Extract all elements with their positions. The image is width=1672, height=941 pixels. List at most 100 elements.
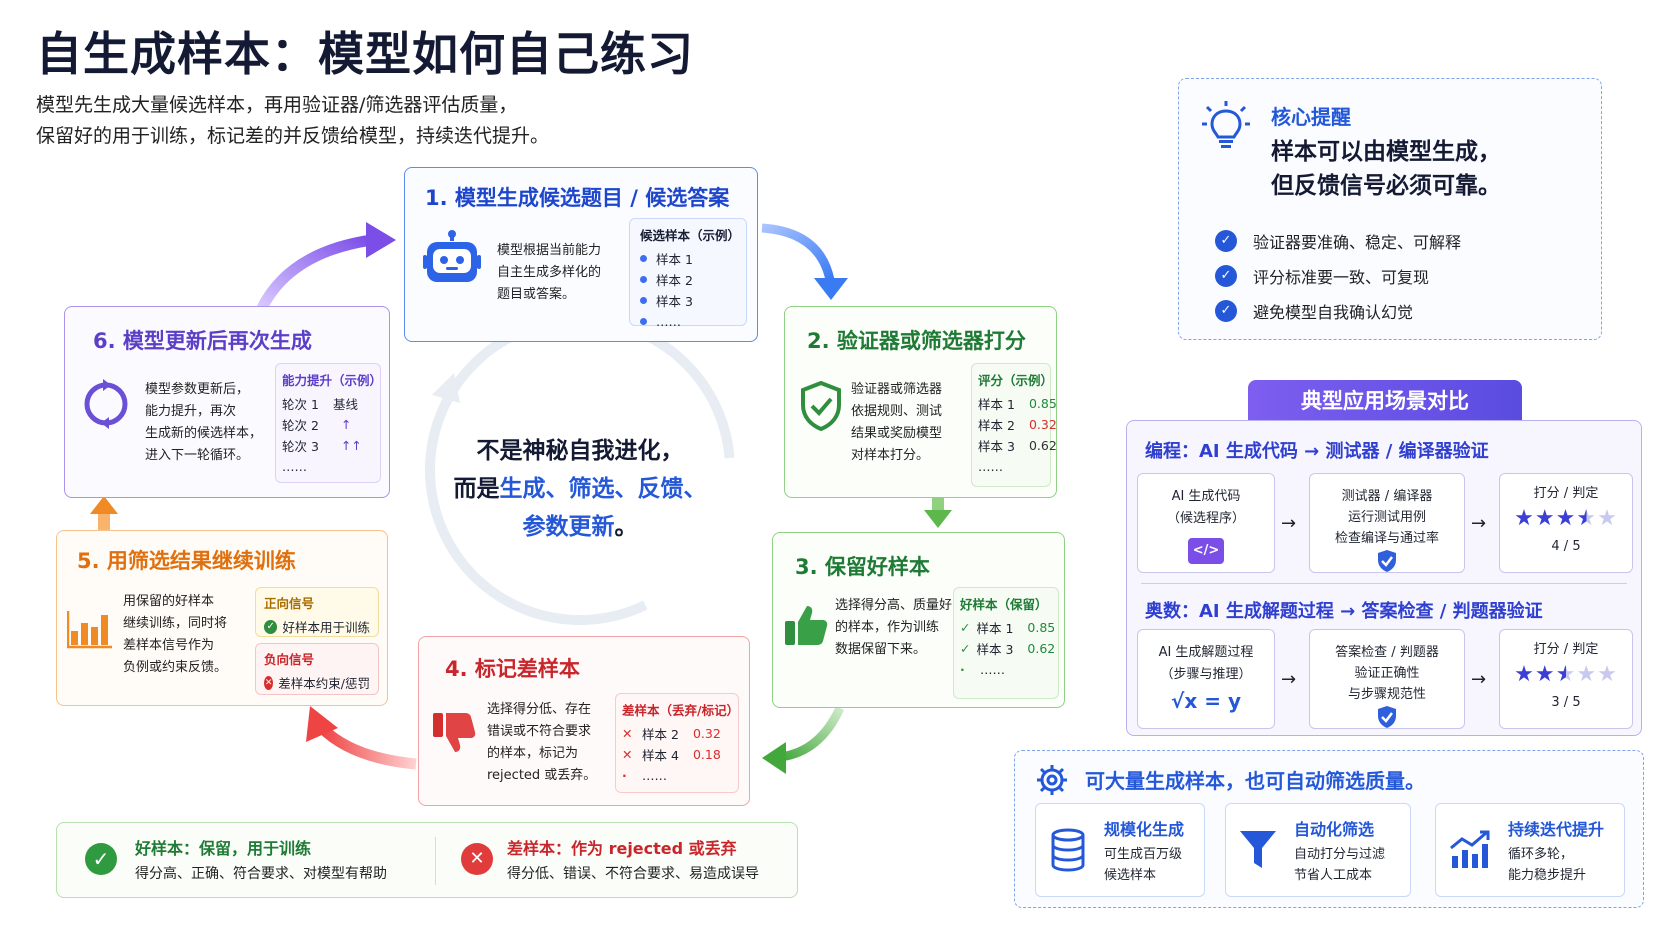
- reminder-title: 核心提醒: [1271, 105, 1351, 129]
- robot-icon: [423, 230, 481, 282]
- row-more: ……: [978, 459, 1003, 474]
- step-5-card: 5. 用筛选结果继续训练 用保留的好样本 继续训练，同时将 差样本信号作为 负例…: [56, 530, 388, 706]
- desc-line: 错误或不符合要求: [487, 724, 592, 739]
- desc-line: 负例或约束反馈。: [123, 660, 228, 675]
- page-title: 自生成样本：模型如何自己练习: [36, 27, 694, 81]
- item-label: 样本 1: [656, 252, 693, 267]
- point-text: 评分标准要一致、可复现: [1253, 267, 1430, 287]
- desc-line: 能力提升，再次: [145, 404, 237, 419]
- panel-title: 负向信号: [264, 652, 315, 667]
- star-icon: ★: [1555, 506, 1577, 531]
- list-item: 样本 3: [640, 290, 736, 311]
- box-text: 检查编译与通过率: [1334, 531, 1439, 546]
- item-desc: 自动打分与过滤 节省人工成本: [1294, 844, 1385, 886]
- thumbs-up-icon: [785, 606, 828, 645]
- item-label: 样本 2: [656, 273, 693, 288]
- panel-title: 评分（示例）: [978, 373, 1054, 388]
- core-reminder-box: 核心提醒 样本可以由模型生成， 但反馈信号必须可靠。 ✓验证器要准确、稳定、可解…: [1178, 78, 1602, 340]
- score-text: 4 / 5: [1551, 539, 1581, 554]
- table-row: ……: [282, 456, 374, 477]
- star-icon: ★: [1534, 662, 1556, 687]
- desc-line: 结果或奖励模型: [851, 426, 943, 441]
- coding-box-2: 测试器 / 编译器 运行测试用例 检查编译与通过率: [1309, 473, 1465, 573]
- thumbs-down-icon: [433, 713, 476, 752]
- star-icon: ★: [1534, 506, 1556, 531]
- desc-line: 循环多轮，: [1508, 847, 1574, 862]
- table-row: 轮次 2↑: [282, 414, 374, 435]
- star-rating: ★★★★★: [1500, 661, 1632, 689]
- coding-box-3: 打分 / 判定 ★★★★★ 4 / 5: [1499, 473, 1633, 573]
- star-icon: ★: [1514, 662, 1535, 687]
- desc-line: 模型参数更新后，: [145, 382, 250, 397]
- good-sample-desc: 得分高、正确、符合要求、对模型有帮助: [135, 866, 387, 882]
- coding-box-1: AI 生成代码 （候选程序） </>: [1137, 473, 1275, 573]
- x-circle-icon: ✕: [264, 675, 274, 690]
- scenario-divider: [1141, 583, 1627, 584]
- subtitle-line: 保留好的用于训练，标记差的并反馈给模型，持续迭代提升。: [36, 125, 550, 147]
- center-line-3a: 参数更新: [522, 514, 615, 540]
- step-5-desc: 用保留的好样本 继续训练，同时将 差样本信号作为 负例或约束反馈。: [123, 591, 227, 679]
- summary-item-filter: 自动化筛选 自动打分与过滤 节省人工成本: [1225, 803, 1411, 897]
- signal-text: 好样本用于训练: [282, 620, 370, 635]
- row-more: ……: [980, 662, 1005, 677]
- scenario-panel: 编程：AI 生成代码 → 测试器 / 编译器验证 AI 生成代码 （候选程序） …: [1126, 420, 1642, 736]
- score-text: 3 / 5: [1551, 695, 1581, 710]
- desc-line: 能力稳步提升: [1508, 868, 1587, 883]
- item-desc: 可生成百万级 候选样本: [1104, 844, 1182, 886]
- headline-line: 但反馈信号必须可靠。: [1271, 173, 1501, 199]
- subtitle-line: 模型先生成大量候选样本，再用验证器/筛选器评估质量，: [36, 94, 518, 116]
- desc-line: 候选样本: [1104, 868, 1157, 883]
- table-row: ·……: [960, 662, 1005, 677]
- step-2-title: 2. 验证器或筛选器打分: [807, 329, 1026, 353]
- item-title: 自动化筛选: [1294, 820, 1375, 839]
- list-item: ……: [640, 311, 736, 332]
- arrow-5-to-6: [98, 512, 110, 530]
- arrow-right-icon: →: [1281, 513, 1297, 534]
- arrow-1-to-2: [761, 223, 835, 282]
- arrow-right-icon: →: [1471, 669, 1487, 690]
- list-item: 样本 1: [640, 248, 736, 269]
- table-row: 轮次 3↑↑: [282, 435, 374, 456]
- arrow-right-icon: →: [1281, 669, 1297, 690]
- row-value: 0.18: [692, 747, 721, 762]
- shield-check-icon: [801, 381, 841, 431]
- row-value: 0.85: [1028, 396, 1057, 411]
- step-6-desc: 模型参数更新后， 能力提升，再次 生成新的候选样本， 进入下一轮循环。: [145, 379, 262, 467]
- star-icon: ★: [1576, 662, 1598, 687]
- step-1-card: 1. 模型生成候选题目 / 候选答案 模型根据当前能力 自主生成多样化的 题目或…: [404, 167, 758, 342]
- step-3-desc: 选择得分高、质量好 的样本，作为训练 数据保留下来。: [835, 595, 952, 661]
- gear-icon: [1037, 765, 1067, 795]
- step-3-title: 3. 保留好样本: [795, 555, 930, 579]
- desc-line: 可生成百万级: [1104, 847, 1183, 862]
- item-label: ……: [656, 314, 681, 329]
- center-line-3b: 。: [614, 514, 638, 540]
- arrow-3-to-4-head: [762, 742, 786, 774]
- row-label: 样本 2: [642, 727, 679, 742]
- math-box-2: 答案检查 / 判题器 验证正确性 与步骤规范性: [1309, 629, 1465, 729]
- star-icon: ★: [1597, 506, 1618, 531]
- panel-title: 能力提升（示例）: [282, 373, 383, 388]
- row-label: 样本 2: [978, 418, 1015, 433]
- arrow-3-to-4: [779, 706, 845, 762]
- desc-line: 自动打分与过滤: [1294, 847, 1386, 862]
- box-text: 测试器 / 编译器: [1341, 489, 1433, 504]
- formula-text: √x = y: [1171, 689, 1241, 713]
- list-item: 样本 2: [640, 269, 736, 290]
- item-title: 规模化生成: [1104, 820, 1185, 839]
- panel-title: 候选样本（示例）: [640, 228, 741, 243]
- step-1-desc: 模型根据当前能力 自主生成多样化的 题目或答案。: [497, 240, 601, 306]
- row-value: ↑: [340, 417, 352, 432]
- table-row: ……: [978, 456, 1044, 477]
- summary-item-iterate: 持续迭代提升 循环多轮， 能力稳步提升: [1435, 803, 1625, 897]
- database-icon: [1051, 828, 1085, 872]
- box-title: 打分 / 判定: [1533, 486, 1599, 501]
- star-icon: ★: [1597, 662, 1618, 687]
- arrow-right-icon: →: [1471, 513, 1487, 534]
- arrow-6-to-1: [257, 234, 373, 311]
- bad-sample-desc: 得分低、错误、不符合要求、易造成误导: [507, 866, 759, 882]
